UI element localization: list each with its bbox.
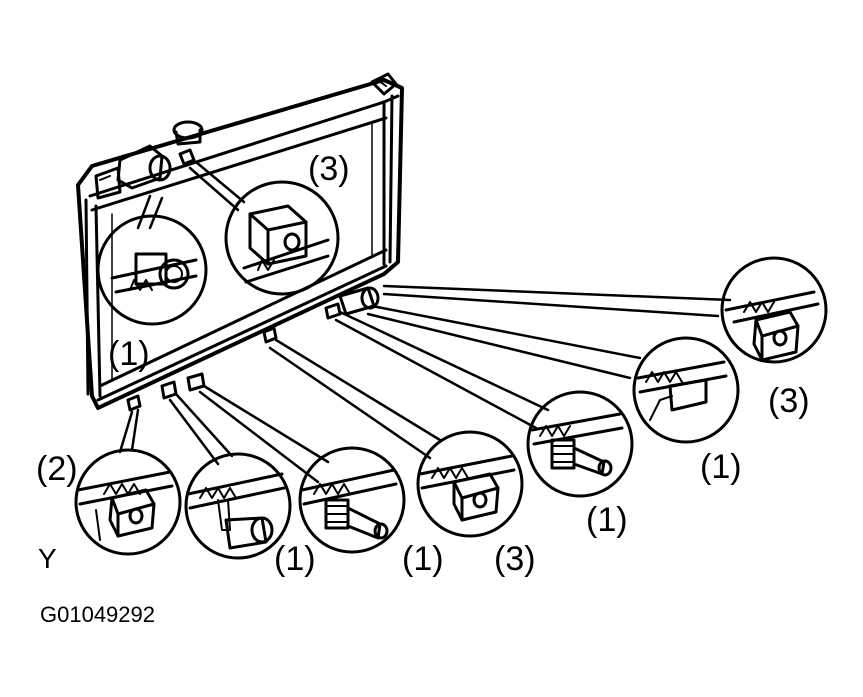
top-bracket-icon: [372, 74, 396, 94]
radiator-body: [78, 80, 402, 408]
label-upper-left-detail: (1): [108, 335, 150, 373]
detail-circle-far-right: [722, 258, 826, 362]
label-bottom-detail-4: (1): [402, 540, 444, 578]
detail-circle-bottom-5: [186, 454, 290, 558]
label-bottom-detail-3: (3): [494, 540, 536, 578]
detail-circle-upper-left: [98, 216, 206, 324]
label-far-right-detail: (3): [768, 382, 810, 420]
label-right-detail-2: (1): [700, 448, 742, 486]
detail-circle-bottom-4: [300, 448, 404, 552]
radiator-cap-icon: [174, 122, 202, 144]
label-upper-detail: (3): [308, 150, 350, 188]
leader-lines: [120, 162, 730, 482]
detail-circle-bottom-3: [418, 432, 522, 536]
label-bottom-detail-5: (1): [274, 540, 316, 578]
detail-circle-upper: [226, 182, 338, 294]
figure-code: G01049292: [40, 602, 155, 627]
detail-circle-left-bottom: [76, 450, 180, 554]
label-right-detail-3: (1): [586, 501, 628, 539]
view-marker: Y: [38, 543, 57, 574]
detail-circle-right-3: [528, 392, 632, 496]
upper-hose-inlet-icon: [96, 146, 170, 198]
label-left-bottom-detail: (2): [36, 450, 78, 488]
detail-circle-right-2: [634, 338, 738, 442]
upper-tank-clip-icon: [180, 150, 194, 164]
